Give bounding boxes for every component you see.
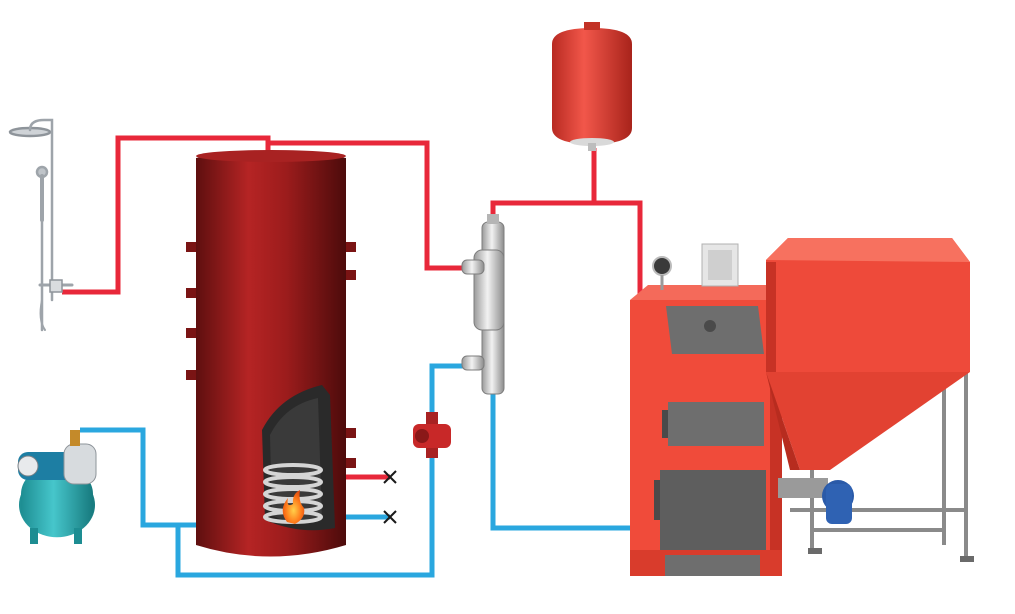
hot-pipe-tank-separator [268, 140, 468, 271]
cold-pipe-pump-tank [80, 427, 196, 528]
cold-pipe-return-loop [175, 452, 435, 578]
pellet-boiler-icon [630, 243, 782, 576]
pipe-cap-x-icon [383, 470, 397, 484]
hot-pipe-separator-boiler [490, 200, 643, 300]
hydraulic-separator-icon [461, 214, 505, 395]
water-pump-icon [17, 430, 97, 544]
shower-icon [8, 118, 74, 332]
cold-water-pipes [80, 363, 637, 578]
pipe-cap-x-icon [383, 510, 397, 524]
expansion-vessel-icon [552, 22, 632, 151]
pellet-hopper-icon [766, 238, 974, 562]
cold-pipe-circpump-separator [429, 363, 468, 418]
flame-icon [282, 490, 305, 524]
hot-water-pipes [62, 135, 643, 480]
cold-pipe-separator-boiler [490, 392, 637, 531]
circulation-pump-icon [413, 412, 451, 458]
storage-tank-icon [186, 150, 356, 557]
